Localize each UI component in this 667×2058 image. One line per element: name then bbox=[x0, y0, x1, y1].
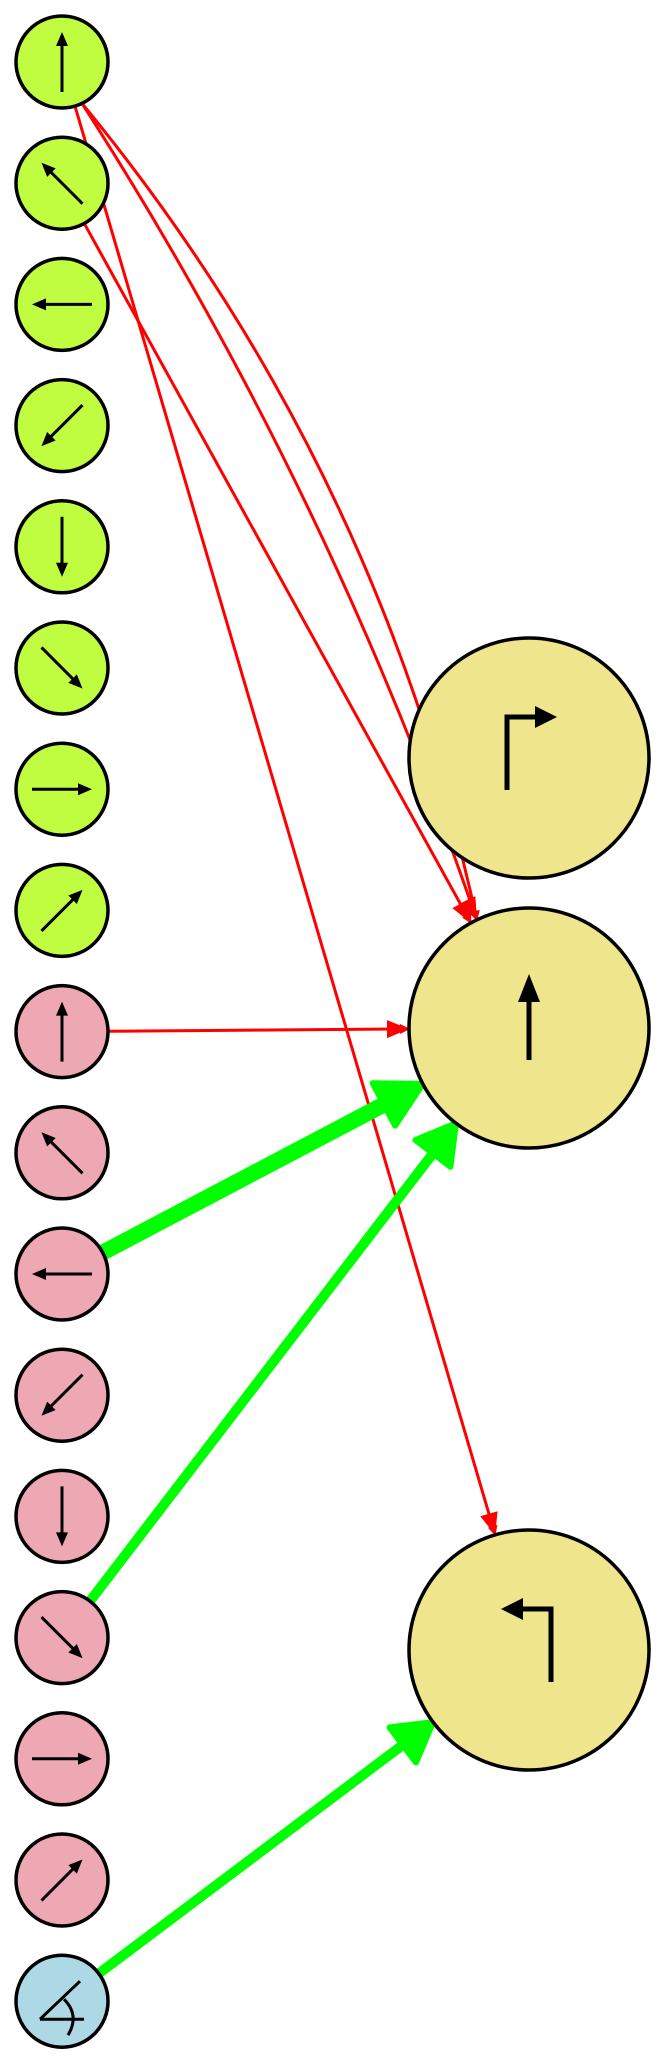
edge-arrowhead bbox=[452, 899, 471, 923]
output-node-out-turn-left bbox=[407, 1528, 651, 1772]
arrow-right-icon bbox=[32, 1752, 92, 1765]
output-node-out-turn-right bbox=[407, 636, 651, 880]
edge-p-up-to-out-straight bbox=[107, 1020, 411, 1039]
node-circle bbox=[407, 636, 651, 880]
edge-arrowhead bbox=[480, 1511, 498, 1535]
input-node-p-down bbox=[14, 1468, 110, 1565]
input-node-g-right bbox=[14, 741, 110, 837]
arrow-up-left-icon bbox=[41, 162, 84, 205]
input-node-p-upleft bbox=[14, 1105, 110, 1201]
input-node-b-angle bbox=[14, 1953, 110, 2049]
arrow-up-left-icon bbox=[41, 1132, 84, 1175]
edge-p-left-to-out-straight bbox=[94, 1080, 426, 1261]
edge-line bbox=[93, 1736, 413, 1979]
edges-layer bbox=[73, 102, 498, 1979]
edge-g-up-to-out-turn-left bbox=[73, 105, 498, 1536]
input-node-g-upright bbox=[14, 862, 110, 959]
arrow-down-icon bbox=[56, 516, 68, 577]
arrow-down-right-icon bbox=[40, 1616, 83, 1659]
input-node-p-right bbox=[14, 1711, 110, 1807]
input-node-g-downleft bbox=[14, 377, 110, 474]
edge-arrowhead bbox=[386, 1719, 437, 1766]
edge-line bbox=[107, 1023, 411, 1034]
turn-right-arrow-icon bbox=[504, 706, 557, 790]
edge-g-upleft-to-out-straight bbox=[82, 222, 473, 924]
edge-line bbox=[82, 222, 473, 924]
edge-b-angle-to-out-turn-left bbox=[93, 1719, 437, 1979]
arrow-up-right-icon bbox=[40, 889, 83, 932]
straight-up-arrow-icon bbox=[518, 974, 540, 1060]
arrow-up-icon bbox=[56, 32, 68, 92]
edge-line bbox=[94, 1093, 398, 1261]
edge-p-downright-to-out-straight bbox=[84, 1120, 460, 1607]
input-node-p-up bbox=[14, 983, 110, 1080]
input-node-p-left bbox=[14, 1226, 110, 1322]
input-node-p-downright bbox=[14, 1589, 110, 1686]
arrow-left-icon bbox=[32, 1268, 92, 1280]
arrow-down-icon bbox=[56, 1486, 68, 1547]
arrow-up-right-icon bbox=[40, 1859, 83, 1902]
node-circle bbox=[14, 1953, 110, 2049]
node-circle bbox=[407, 1528, 651, 1772]
turn-left-arrow-icon bbox=[501, 1598, 554, 1682]
output-node-out-straight bbox=[407, 906, 651, 1150]
input-node-g-upleft bbox=[14, 135, 110, 231]
edge-arrowhead bbox=[369, 1080, 426, 1129]
input-node-p-downleft bbox=[14, 1347, 110, 1443]
input-node-g-up bbox=[14, 14, 110, 110]
arrow-right-icon bbox=[32, 783, 92, 796]
input-node-g-left bbox=[14, 256, 110, 353]
nodes-layer bbox=[14, 14, 651, 2049]
arrow-down-left-icon bbox=[41, 404, 84, 447]
input-node-p-upright bbox=[14, 1832, 110, 1928]
edge-arrowhead bbox=[412, 1120, 460, 1170]
edge-line bbox=[84, 1143, 442, 1607]
input-node-g-down bbox=[14, 499, 110, 595]
measured-angle-icon bbox=[38, 1980, 84, 2036]
arrow-up-icon bbox=[56, 1001, 68, 1062]
input-node-g-downright bbox=[14, 620, 110, 716]
arrow-down-left-icon bbox=[41, 1373, 84, 1416]
arrow-left-icon bbox=[32, 298, 92, 311]
arrow-down-right-icon bbox=[40, 646, 83, 689]
edge-line bbox=[73, 105, 498, 1536]
edge-arrowhead bbox=[386, 1020, 410, 1039]
